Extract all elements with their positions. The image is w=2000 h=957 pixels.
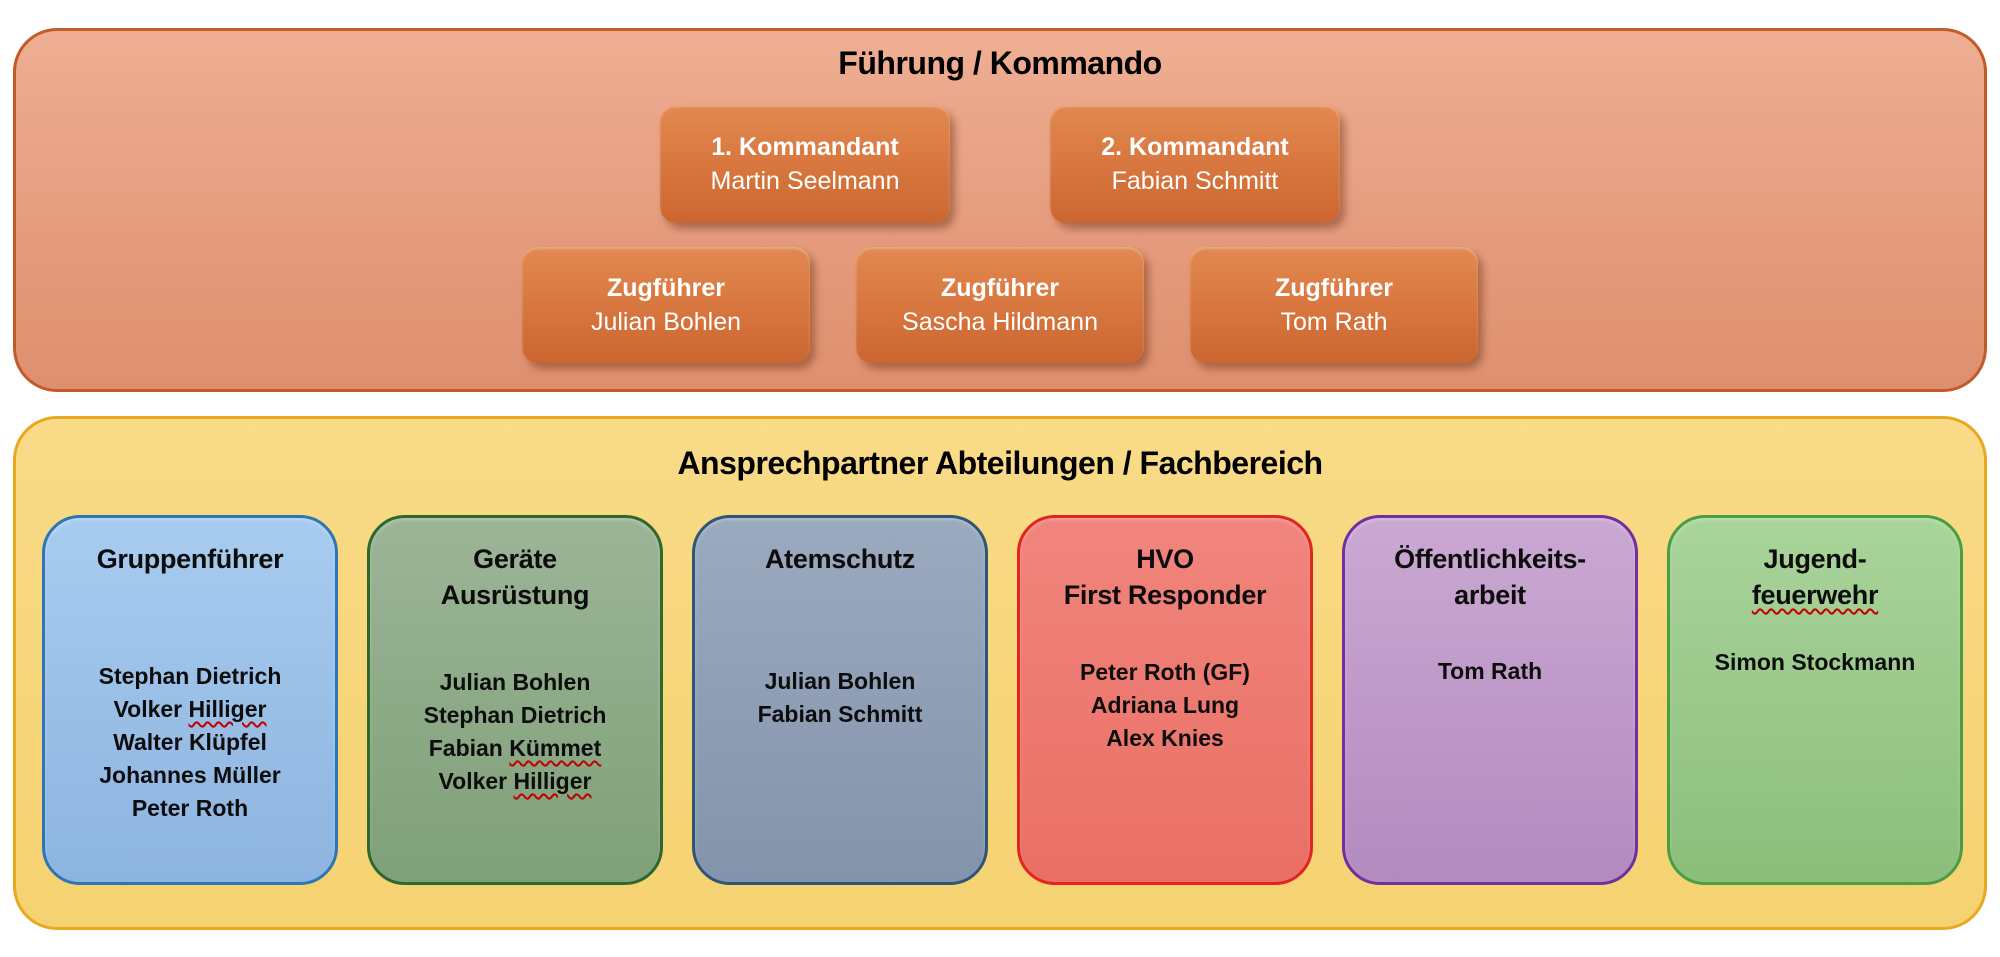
text-segment: Tom Rath (1437, 658, 1543, 684)
role-title: Zugführer (1274, 274, 1394, 302)
text-segment: Geräte (473, 544, 557, 574)
kommandant-row: 1. Kommandant Martin Seelmann 2. Kommand… (16, 105, 1984, 223)
text-segment: Stephan Dietrich (423, 702, 607, 728)
role-box: Zugführer Sascha Hildmann (856, 247, 1144, 363)
text-segment: Ausrüstung (440, 580, 590, 610)
role-person-name: Fabian Schmitt (1111, 167, 1279, 195)
role-title: 1. Kommandant (711, 133, 899, 161)
section-fuehrung-kommando: Führung / Kommando 1. Kommandant Martin … (13, 28, 1987, 392)
department-title-line: Öffentlichkeits- (1345, 541, 1635, 577)
text-segment: Atemschutz (764, 544, 916, 574)
text-segment: Adriana Lung (1090, 692, 1240, 718)
zugfuehrer-row: Zugführer Julian Bohlen Zugführer Sascha… (16, 247, 1984, 363)
department-title-line: Jugend- (1670, 541, 1960, 577)
text-segment: Walter Klüpfel (113, 729, 267, 755)
text-segment: Alex Knies (1106, 725, 1224, 751)
text-segment: Fabian Schmitt (757, 701, 923, 727)
member-name: Johannes Müller (45, 759, 335, 792)
role-box: 1. Kommandant Martin Seelmann (660, 105, 950, 223)
member-name: Stephan Dietrich (370, 699, 660, 732)
text-segment: Julian Bohlen (764, 668, 916, 694)
role-person-name: Julian Bohlen (590, 308, 742, 336)
misspelled-word: Kümmet (509, 735, 602, 761)
text-segment: Volker (438, 768, 514, 794)
department-title: Jugend-feuerwehr (1670, 541, 1960, 613)
role-title: Zugführer (606, 274, 726, 302)
member-name: Fabian Kümmet (370, 732, 660, 765)
department-title-line: feuerwehr (1670, 577, 1960, 613)
member-name: Volker Hilliger (45, 693, 335, 726)
department-title: Gruppenführer (45, 541, 335, 577)
role-box: Zugführer Julian Bohlen (522, 247, 810, 363)
text-segment: arbeit (1454, 580, 1526, 610)
text-segment: First Responder (1063, 580, 1267, 610)
department-box: HVO First Responder Peter Roth (GF) Adrian… (1017, 515, 1313, 885)
department-members: Simon Stockmann (1670, 646, 1960, 679)
department-title-line: Geräte (370, 541, 660, 577)
department-members: Tom Rath (1345, 655, 1635, 688)
role-person-name: Sascha Hildmann (902, 308, 1098, 336)
member-name: Tom Rath (1345, 655, 1635, 688)
text-segment: Stephan Dietrich (98, 663, 282, 689)
text-segment: Öffentlichkeits- (1394, 544, 1586, 574)
member-name: Julian Bohlen (370, 666, 660, 699)
member-name: Alex Knies (1020, 722, 1310, 755)
department-title: Atemschutz (695, 541, 985, 577)
department-title-line: HVO (1020, 541, 1310, 577)
text-segment: Johannes Müller (99, 762, 281, 788)
role-box: Zugführer Tom Rath (1190, 247, 1478, 363)
text-segment: Gruppenführer (96, 544, 284, 574)
text-segment: Simon Stockmann (1714, 649, 1916, 675)
department-box: Jugend-feuerwehr Simon Stockmann (1667, 515, 1963, 885)
member-name: Simon Stockmann (1670, 646, 1960, 679)
role-title: 2. Kommandant (1101, 133, 1289, 161)
member-name: Adriana Lung (1020, 689, 1310, 722)
member-name: Peter Roth (GF) (1020, 656, 1310, 689)
role-box: 2. Kommandant Fabian Schmitt (1050, 105, 1340, 223)
misspelled-word: feuerwehr (1751, 580, 1879, 610)
member-name: Stephan Dietrich (45, 660, 335, 693)
role-person-name: Tom Rath (1280, 308, 1388, 336)
department-title-line: Ausrüstung (370, 577, 660, 613)
text-segment: Fabian (428, 735, 510, 761)
role-title: Zugführer (940, 274, 1060, 302)
department-box: Öffentlichkeits-arbeit Tom Rath (1342, 515, 1638, 885)
text-segment: Jugend- (1763, 544, 1867, 574)
member-name: Walter Klüpfel (45, 726, 335, 759)
department-title: Öffentlichkeits-arbeit (1345, 541, 1635, 613)
section-title-fuehrung-kommando: Führung / Kommando (838, 45, 1162, 81)
department-title-line: Atemschutz (695, 541, 985, 577)
role-person-name: Martin Seelmann (710, 167, 900, 195)
member-name: Fabian Schmitt (695, 698, 985, 731)
text-segment: HVO (1136, 544, 1194, 574)
text-segment: Volker (113, 696, 189, 722)
text-segment: Peter Roth (GF) (1080, 659, 1250, 685)
department-title-line: Gruppenführer (45, 541, 335, 577)
section-abteilungen-fachbereich: Ansprechpartner Abteilungen / Fachbereic… (13, 416, 1987, 930)
member-name: Volker Hilliger (370, 765, 660, 798)
department-title-line: arbeit (1345, 577, 1635, 613)
text-segment: Peter Roth (131, 795, 249, 821)
section-title-abteilungen: Ansprechpartner Abteilungen / Fachbereic… (677, 445, 1323, 481)
misspelled-word: Hilliger (188, 696, 267, 722)
member-name: Julian Bohlen (695, 665, 985, 698)
text-segment: Julian Bohlen (439, 669, 591, 695)
member-name: Peter Roth (45, 792, 335, 825)
department-title-line: First Responder (1020, 577, 1310, 613)
misspelled-word: Hilliger (513, 768, 592, 794)
department-title: HVO First Responder (1020, 541, 1310, 613)
